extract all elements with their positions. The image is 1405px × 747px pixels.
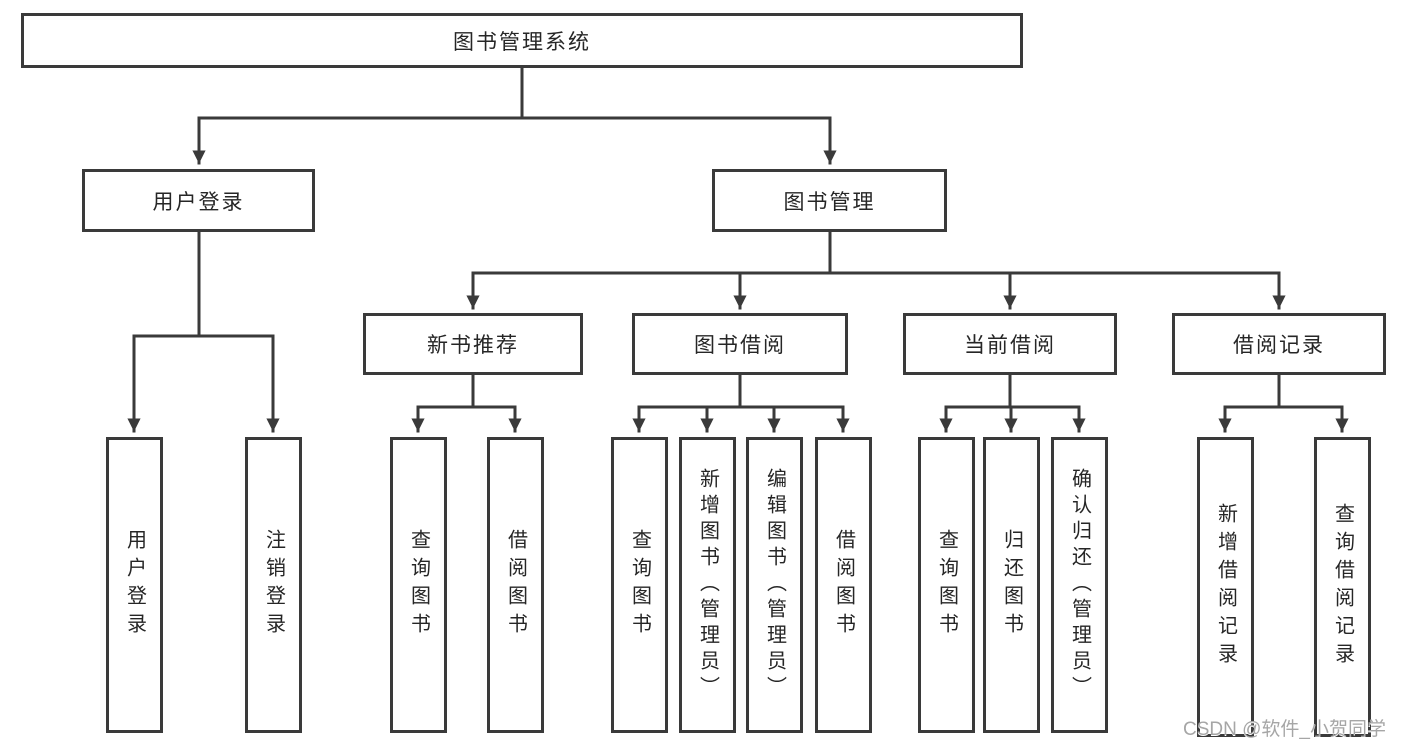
node-label: 当前借阅 xyxy=(964,334,1056,357)
node-current-borrowing: 当前借阅 xyxy=(903,313,1117,375)
node-label: 用户登录 xyxy=(152,190,245,214)
node-label: 用户登录 xyxy=(123,529,146,641)
leaf-borrow-books-recommend: 借阅图书 xyxy=(487,437,544,733)
leaf-return-books: 归还图书 xyxy=(983,437,1040,733)
leaf-edit-books-admin: 编辑图书（管理员） xyxy=(746,437,803,733)
node-label: 借阅图书 xyxy=(832,529,855,641)
node-label: 借阅图书 xyxy=(504,529,527,641)
leaf-add-books-admin: 新增图书（管理员） xyxy=(679,437,736,733)
leaf-query-books-recommend: 查询图书 xyxy=(390,437,447,733)
leaf-add-borrow-record: 新增借阅记录 xyxy=(1197,437,1254,737)
node-label: 新书推荐 xyxy=(427,334,519,357)
node-label: 查询图书 xyxy=(628,529,651,641)
leaf-confirm-return-admin: 确认归还（管理员） xyxy=(1051,437,1108,733)
node-new-book-recommendation: 新书推荐 xyxy=(363,313,583,375)
node-label: 确认归还（管理员） xyxy=(1068,468,1091,702)
node-label: 查询借阅记录 xyxy=(1331,503,1354,671)
node-label: 编辑图书（管理员） xyxy=(763,468,786,702)
node-label: 查询图书 xyxy=(407,529,430,641)
leaf-user-login: 用户登录 xyxy=(106,437,163,733)
node-label: 图书管理系统 xyxy=(453,30,591,54)
leaf-borrow-books: 借阅图书 xyxy=(815,437,872,733)
node-user-login: 用户登录 xyxy=(82,169,315,232)
node-label: 查询图书 xyxy=(935,529,958,641)
leaf-logout: 注销登录 xyxy=(245,437,302,733)
node-label: 注销登录 xyxy=(262,529,285,641)
node-library-management-system: 图书管理系统 xyxy=(21,13,1023,68)
node-book-borrowing: 图书借阅 xyxy=(632,313,848,375)
node-label: 图书借阅 xyxy=(694,334,786,357)
leaf-query-borrow-record: 查询借阅记录 xyxy=(1314,437,1371,737)
node-label: 图书管理 xyxy=(783,190,876,214)
csdn-watermark: CSDN @软件_小贺同学 xyxy=(1183,719,1386,740)
node-label: 新增借阅记录 xyxy=(1214,503,1237,671)
node-label: 归还图书 xyxy=(1000,529,1023,641)
node-label: 借阅记录 xyxy=(1233,334,1325,357)
node-label: 新增图书（管理员） xyxy=(696,468,719,702)
leaf-query-books-current: 查询图书 xyxy=(918,437,975,733)
node-book-management: 图书管理 xyxy=(712,169,947,232)
leaf-query-books-borrow: 查询图书 xyxy=(611,437,668,733)
node-borrowing-records: 借阅记录 xyxy=(1172,313,1386,375)
